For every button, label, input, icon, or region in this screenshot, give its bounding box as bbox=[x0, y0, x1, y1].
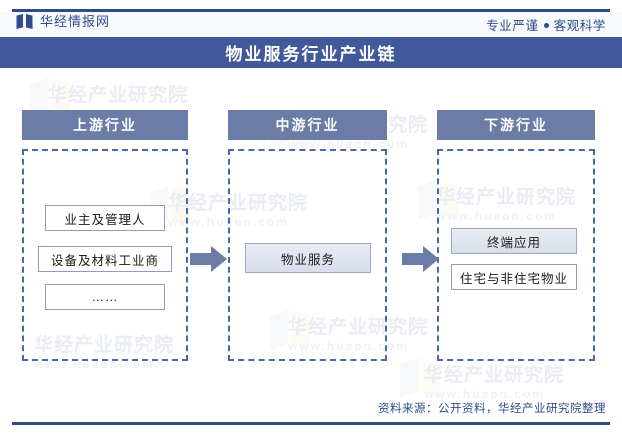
column-container-midstream bbox=[228, 149, 387, 361]
brand-name: 华经情报网 bbox=[40, 14, 111, 29]
node-label: 住宅与非住宅物业 bbox=[459, 271, 568, 286]
watermark-text: 华经产业研究院 bbox=[424, 365, 565, 386]
node-upstream-equipment-materials[interactable]: 设备及材料工业商 bbox=[38, 246, 172, 272]
column-header-label: 下游行业 bbox=[484, 117, 548, 133]
page-title: 物业服务行业产业链 bbox=[225, 45, 397, 64]
tagline-left: 专业严谨 bbox=[486, 19, 539, 33]
node-label: 物业服务 bbox=[280, 252, 335, 267]
source-note: 资料来源：公开资料，华经产业研究院整理 bbox=[378, 403, 606, 415]
open-book-icon bbox=[16, 14, 33, 29]
node-label: 终端应用 bbox=[486, 235, 541, 250]
watermark-url: www.huaon.com bbox=[424, 387, 545, 401]
node-label: 业主及管理人 bbox=[64, 212, 146, 227]
tagline: 专业严谨客观科学 bbox=[486, 15, 606, 34]
node-downstream-residential-nonresidential[interactable]: 住宅与非住宅物业 bbox=[451, 264, 577, 290]
column-container-downstream bbox=[437, 149, 595, 361]
column-header-downstream: 下游行业 bbox=[437, 110, 595, 140]
node-upstream-owners[interactable]: 业主及管理人 bbox=[45, 205, 165, 231]
top-bar bbox=[0, 12, 622, 37]
tagline-separator-dot bbox=[543, 23, 549, 29]
tagline-right: 客观科学 bbox=[553, 19, 606, 33]
node-label: 设备及材料工业商 bbox=[50, 253, 159, 268]
node-downstream-terminal-application[interactable]: 终端应用 bbox=[451, 228, 577, 254]
arrow-right-icon bbox=[190, 246, 227, 272]
node-upstream-ellipsis[interactable]: …… bbox=[45, 284, 165, 310]
bottom-divider bbox=[12, 422, 610, 425]
node-label: …… bbox=[91, 290, 119, 304]
column-container-upstream bbox=[22, 149, 188, 361]
watermark-text: 华经产业研究院 bbox=[48, 85, 189, 106]
arrow-right-icon bbox=[402, 246, 439, 272]
watermark-logo-icon bbox=[400, 358, 440, 398]
node-midstream-property-service[interactable]: 物业服务 bbox=[245, 243, 371, 273]
watermark-6: 华经产业研究院 www.huaon.com bbox=[424, 360, 564, 401]
title-band: 物业服务行业产业链 bbox=[0, 37, 622, 68]
brand[interactable]: 华经情报网 bbox=[16, 14, 110, 29]
top-divider bbox=[12, 9, 610, 12]
column-header-midstream: 中游行业 bbox=[228, 110, 387, 140]
column-header-upstream: 上游行业 bbox=[22, 110, 188, 140]
column-header-label: 上游行业 bbox=[73, 117, 137, 133]
column-header-label: 中游行业 bbox=[275, 117, 340, 133]
